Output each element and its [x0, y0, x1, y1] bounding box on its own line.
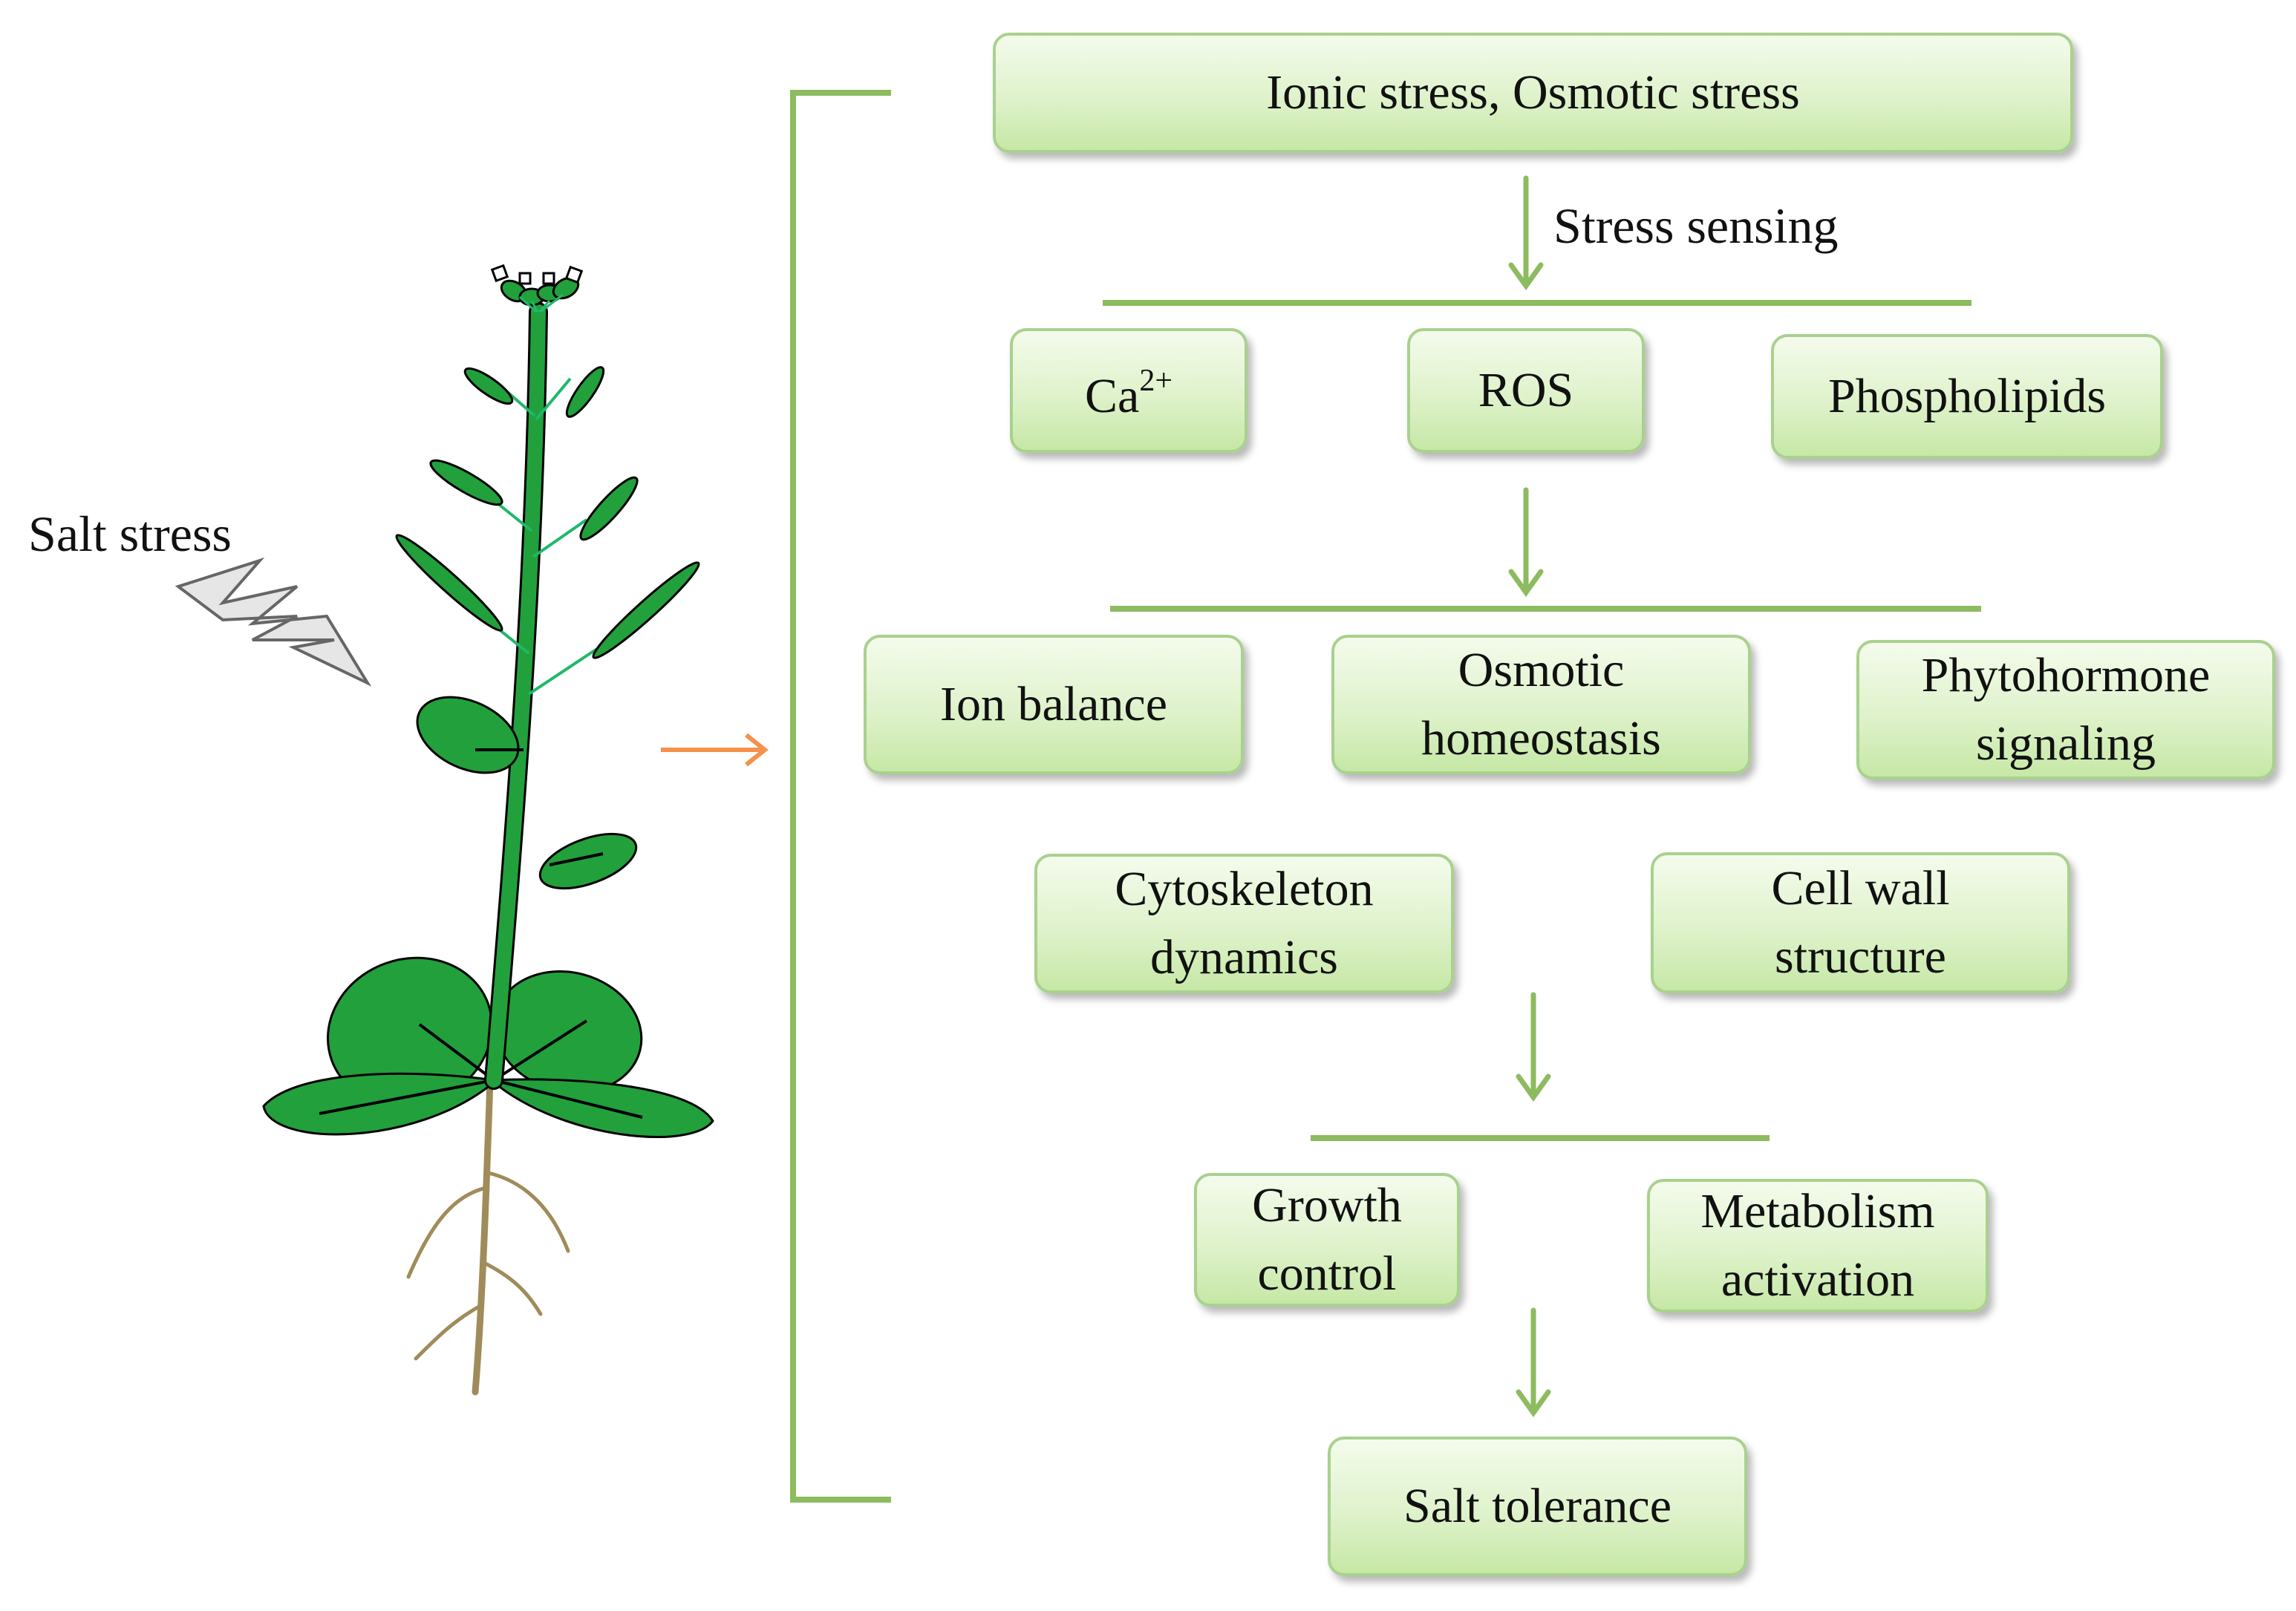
ros-box: ROS	[1407, 328, 1645, 453]
stress-box: Ionic stress, Osmotic stress	[993, 33, 2073, 153]
ion-balance-box: Ion balance	[864, 635, 1244, 774]
plant-illustration	[262, 264, 714, 1396]
orange-arrow	[661, 733, 769, 767]
stress-sensing-label: Stress sensing	[1553, 197, 1839, 254]
bracket	[790, 90, 891, 1503]
stress-box-text: Ionic stress, Osmotic stress	[1266, 65, 1800, 120]
separator-lines	[1103, 300, 1981, 1141]
ros-box-text: ROS	[1478, 363, 1574, 417]
ion-balance-text: Ion balance	[940, 677, 1167, 731]
down-arrows	[1508, 175, 1551, 1418]
phospholipids-box-text: Phospholipids	[1827, 369, 2107, 423]
lightning-bolt-icon	[175, 557, 372, 687]
salt-stress-label: Salt stress	[28, 506, 232, 562]
ca-box-text: Ca2+	[1084, 363, 1173, 423]
ca-box: Ca2+	[1010, 328, 1248, 453]
salt-tolerance-box: Salt tolerance	[1328, 1437, 1747, 1576]
phospholipids-box: Phospholipids	[1771, 334, 2163, 459]
salt-tolerance-text: Salt tolerance	[1403, 1479, 1672, 1533]
